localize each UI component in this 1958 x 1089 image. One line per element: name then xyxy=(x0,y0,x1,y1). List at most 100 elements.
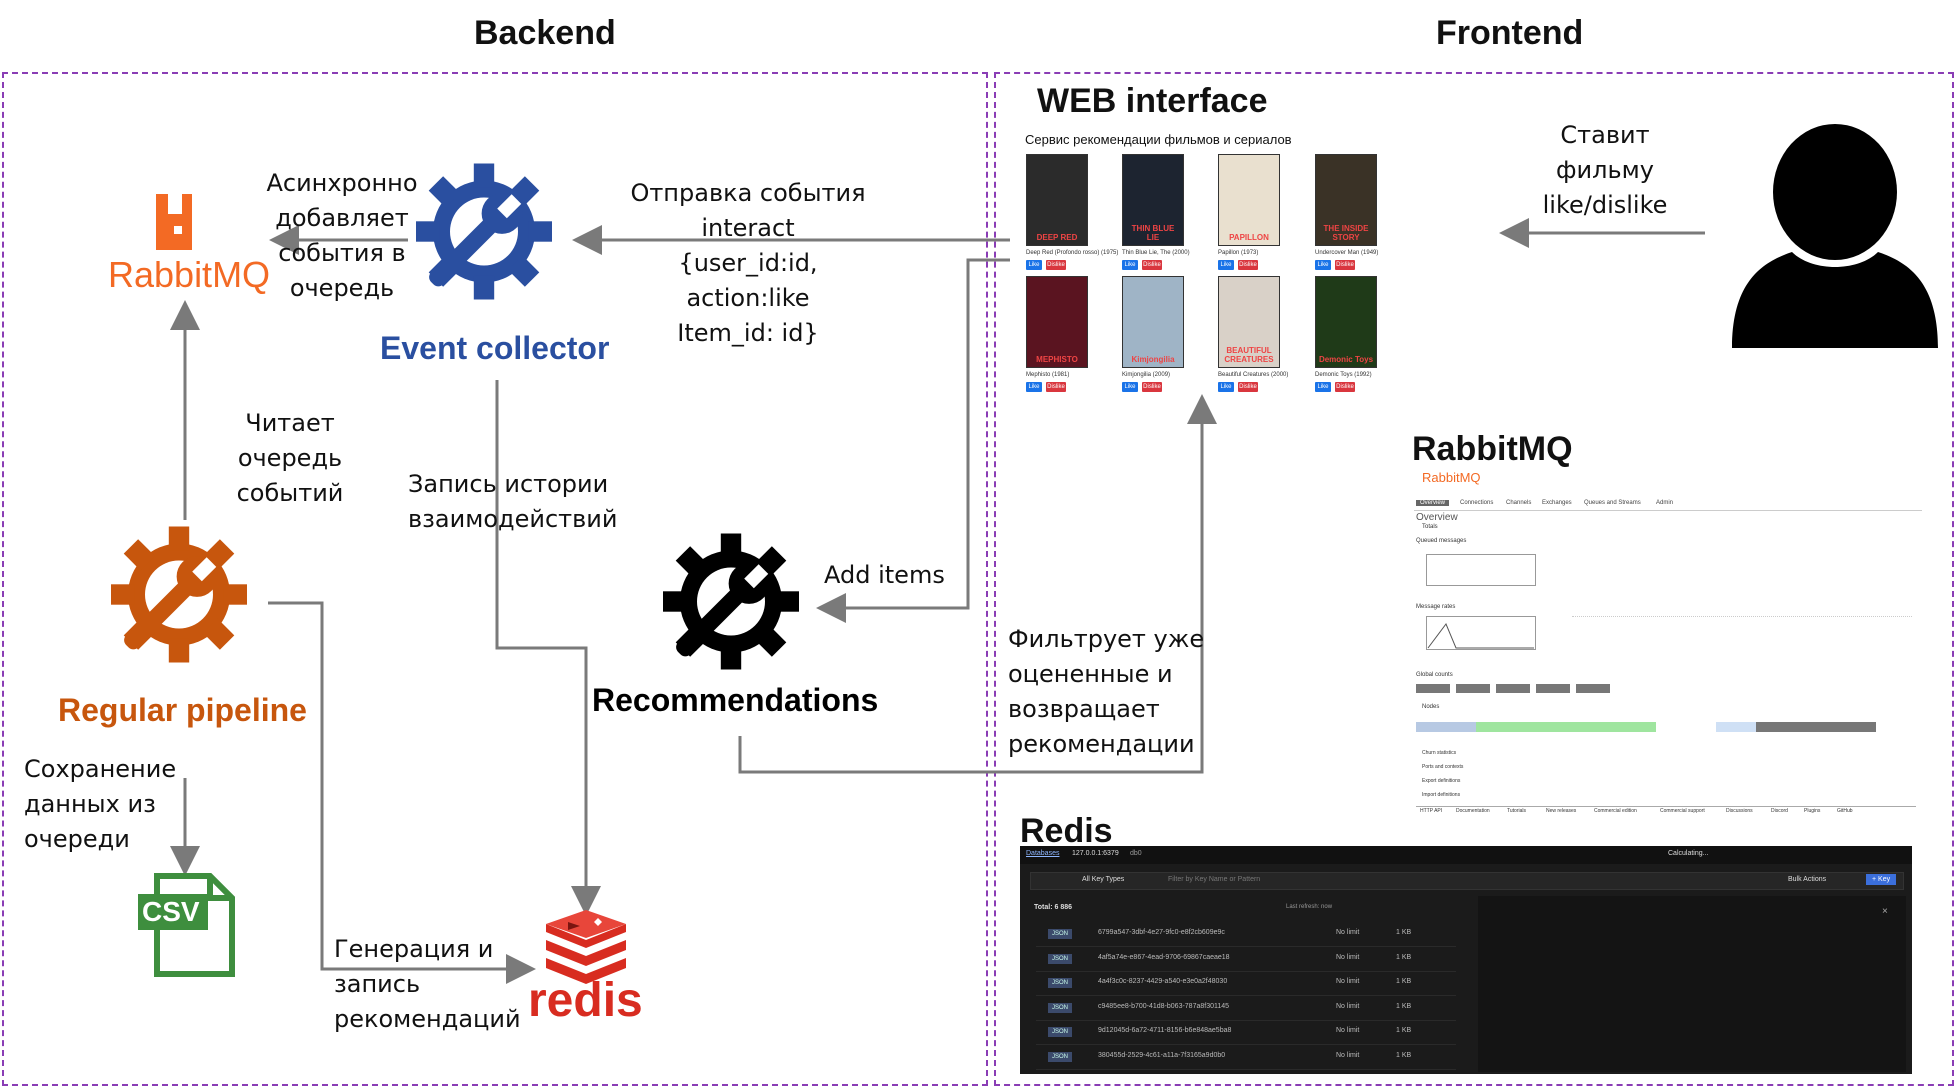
rabbitmq-message-rates: Message rates xyxy=(1416,604,1456,610)
arrow-recs-to-web xyxy=(738,394,1217,774)
recommendations-label: Recommendations xyxy=(592,682,879,718)
redis-bulk-actions-button[interactable]: Bulk Actions xyxy=(1788,876,1827,883)
rabbitmq-footer-link[interactable]: Documentation xyxy=(1456,808,1490,814)
redis-key-size: 1 KB xyxy=(1396,1002,1412,1010)
redis-close-icon[interactable]: × xyxy=(1882,906,1888,917)
rabbitmq-rates-chart xyxy=(1426,616,1536,650)
redis-key-row[interactable]: JSON 4af5a74e-e867-4ead-9706-69867caeae18… xyxy=(1036,947,1456,972)
rabbitmq-totals: Totals xyxy=(1422,524,1438,530)
movie-poster: THIN BLUE LIE xyxy=(1122,154,1184,246)
rabbitmq-tab-connections[interactable]: Connections xyxy=(1460,500,1494,506)
redis-key-ttl: No limit xyxy=(1336,1027,1360,1034)
rabbitmq-footer-link[interactable]: Tutorials xyxy=(1507,808,1526,814)
rabbitmq-logo-icon xyxy=(156,194,192,250)
rabbitmq-tab-channels[interactable]: Channels xyxy=(1506,500,1532,506)
redis-key-ttl: No limit xyxy=(1336,1002,1360,1010)
rabbitmq-nodes: Nodes xyxy=(1422,704,1440,710)
rabbitmq-footer-link[interactable]: Discussions xyxy=(1726,808,1753,814)
csv-file-icon xyxy=(138,873,235,977)
movie-poster-text: THE INSIDE STORY xyxy=(1323,224,1369,242)
like-button[interactable]: Like xyxy=(1218,382,1234,392)
frontend-header: Frontend xyxy=(1436,14,1584,52)
backend-header: Backend xyxy=(474,14,616,52)
dislike-button[interactable]: Dislike xyxy=(1142,260,1162,270)
rabbitmq-ports[interactable]: Ports and contexts xyxy=(1422,764,1464,770)
arrow-collector-to-redis xyxy=(495,380,601,916)
rabbitmq-footer-link[interactable]: GitHub xyxy=(1837,808,1853,814)
movie-caption: Undercover Man (1949) xyxy=(1315,250,1379,256)
redis-key-name: 380455d-2529-4c61-a11a-7f3165a9d0b0 xyxy=(1098,1051,1226,1059)
dislike-button[interactable]: Dislike xyxy=(1046,382,1066,392)
dislike-button[interactable]: Dislike xyxy=(1142,382,1162,392)
movie-poster-text: THIN BLUE LIE xyxy=(1131,224,1175,242)
rabbitmq-footer xyxy=(1416,806,1916,817)
redis-calculating: Calculating... xyxy=(1668,850,1709,857)
like-button[interactable]: Like xyxy=(1026,382,1042,392)
rabbitmq-tab-admin[interactable]: Admin xyxy=(1656,500,1674,506)
rabbitmq-tab-overview[interactable]: Overview xyxy=(1416,500,1450,506)
rabbitmq-footer-link[interactable]: Commercial edition xyxy=(1594,808,1637,814)
redis-key-type-badge: JSON xyxy=(1048,1027,1072,1037)
rabbitmq-footer-link[interactable]: New releases xyxy=(1546,808,1577,814)
redis-key-ttl: No limit xyxy=(1336,1051,1360,1059)
rabbitmq-footer-link[interactable]: HTTP API xyxy=(1420,808,1443,814)
rabbitmq-churn[interactable]: Churn statistics xyxy=(1422,750,1457,756)
redis-host: 127.0.0.1:6379 xyxy=(1072,850,1119,857)
redis-key-type-badge: JSON xyxy=(1048,953,1072,964)
redis-key-name: 4af5a74e-e867-4ead-9706-69867caeae18 xyxy=(1098,953,1230,961)
label-write-history: Запись истории взаимодействий xyxy=(408,470,618,533)
rabbitmq-footer-link[interactable]: Discord xyxy=(1771,808,1788,814)
web-interface-title: WEB interface xyxy=(1037,82,1268,120)
redis-add-key-button[interactable]: + Key xyxy=(1866,874,1897,885)
dislike-button[interactable]: Dislike xyxy=(1238,382,1258,392)
like-button[interactable]: Like xyxy=(1315,260,1331,270)
redis-total: Total: 6 886 xyxy=(1034,904,1072,911)
rabbitmq-logo-text: RabbitMQ xyxy=(108,254,271,295)
rabbitmq-import[interactable]: Import definitions xyxy=(1422,792,1461,798)
movie-poster-text: Kimjongilia xyxy=(1131,355,1175,364)
like-button[interactable]: Like xyxy=(1315,382,1331,392)
rabbitmq-footer-link[interactable]: Commercial support xyxy=(1660,808,1705,814)
label-save-data: Сохранение данных из очереди xyxy=(24,755,177,853)
redis-cube-icon xyxy=(546,910,626,984)
dislike-button[interactable]: Dislike xyxy=(1238,260,1258,270)
redis-filter-bar xyxy=(1030,872,1904,890)
movie-poster-text: BEAUTIFUL CREATURES xyxy=(1224,346,1274,364)
redis-ui-title: Redis xyxy=(1020,812,1113,850)
dislike-button[interactable]: Dislike xyxy=(1046,260,1066,270)
rabbitmq-tabs xyxy=(1414,498,1922,511)
redis-filter-input[interactable]: Filter by Key Name or Pattern xyxy=(1168,876,1261,883)
redis-key-name: 6799a547-3dbf-4e27-9fc0-e8f2cb609e9c xyxy=(1098,929,1225,936)
like-button[interactable]: Like xyxy=(1122,260,1138,270)
redis-db: db0 xyxy=(1130,850,1142,857)
like-button[interactable]: Like xyxy=(1026,260,1042,270)
redis-breadcrumb[interactable]: Databases xyxy=(1026,850,1060,857)
movie-poster: BEAUTIFUL CREATURES xyxy=(1218,276,1280,368)
movie-poster: MEPHISTO xyxy=(1026,276,1088,368)
label-async-add: Асинхронно добавляет события в очередь xyxy=(266,169,418,302)
like-button[interactable]: Like xyxy=(1122,382,1138,392)
web-interface-subtitle: Сервис рекомендации фильмов и сериалов xyxy=(1025,132,1292,147)
like-button[interactable]: Like xyxy=(1218,260,1234,270)
arrow-add-items xyxy=(816,258,1010,623)
rabbitmq-tab-exchanges[interactable]: Exchanges xyxy=(1542,500,1572,506)
rabbitmq-tab-queues[interactable]: Queues and Streams xyxy=(1584,500,1641,506)
backend-panel xyxy=(2,72,988,1086)
gear-wrench-icon-pipeline xyxy=(111,526,247,663)
redis-key-type-select[interactable]: All Key Types xyxy=(1082,876,1125,883)
label-user-action: Ставит фильму like/dislike xyxy=(1542,121,1668,219)
rabbitmq-footer-link[interactable]: Plugins xyxy=(1804,808,1821,814)
dislike-button[interactable]: Dislike xyxy=(1335,382,1355,392)
dislike-button[interactable]: Dislike xyxy=(1335,260,1355,270)
movie-poster: Demonic Toys xyxy=(1315,276,1377,368)
movie-caption: Thin Blue Lie, The (2000) xyxy=(1122,250,1190,256)
label-filters: Фильтрует уже оцененные и возвращает рек… xyxy=(1008,625,1205,758)
rabbitmq-rates-stats xyxy=(1572,616,1912,657)
rabbitmq-export[interactable]: Export definitions xyxy=(1422,778,1461,784)
rabbitmq-node-row xyxy=(1416,722,1876,732)
